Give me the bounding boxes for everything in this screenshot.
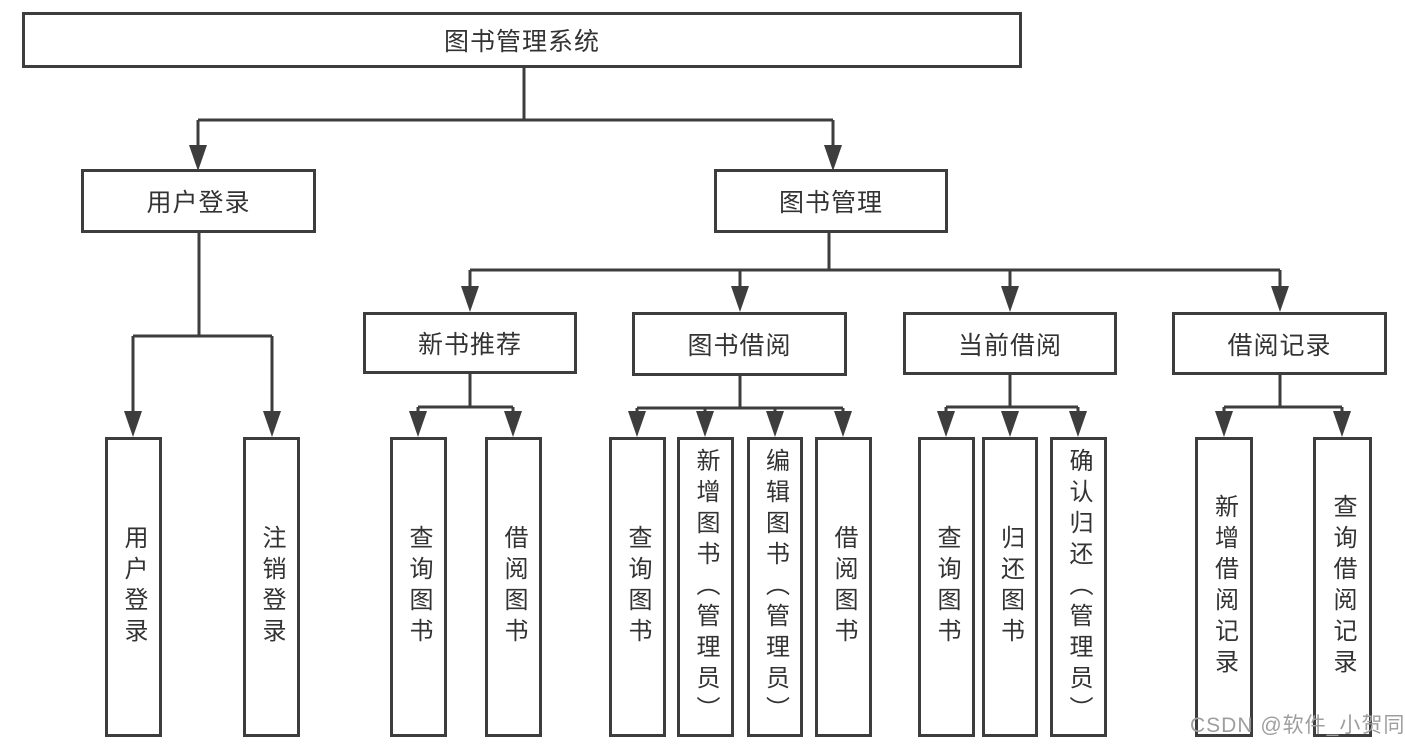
leaf-query-books-current: 查询图书 (918, 437, 975, 737)
leaf-return-book: 归还图书 (982, 437, 1038, 737)
leaf-borrow-books-newrec-label: 借阅图书 (500, 525, 527, 649)
leaf-add-book-admin: 新增图书（管理员） (677, 437, 734, 737)
csdn-watermark: CSDN @软件_小贺同学 (1190, 714, 1405, 737)
leaf-query-books-borrow-label: 查询图书 (624, 525, 651, 649)
node-borrowing-records: 借阅记录 (1172, 312, 1387, 375)
leaf-user-login: 用户登录 (105, 437, 162, 737)
leaf-add-borrow-record-label: 新增借阅记录 (1210, 494, 1238, 680)
connector-newbook-to-leaves (409, 374, 522, 437)
leaf-confirm-return-admin-label: 确认归还（管理员） (1065, 447, 1092, 727)
node-root: 图书管理系统 (22, 12, 1022, 68)
leaf-add-book-admin-label: 新增图书（管理员） (692, 447, 719, 727)
node-new-book-recommend-label: 新书推荐 (417, 331, 522, 359)
node-book-borrowing: 图书借阅 (632, 312, 847, 376)
leaf-borrow-books-newrec: 借阅图书 (485, 437, 542, 737)
leaf-query-books-newrec-label: 查询图书 (405, 525, 432, 649)
node-user-login-label: 用户登录 (146, 189, 251, 217)
leaf-add-borrow-record: 新增借阅记录 (1195, 437, 1253, 737)
leaf-borrow-books-borrow: 借阅图书 (815, 437, 872, 737)
node-user-login: 用户登录 (81, 169, 316, 233)
leaf-user-login-label: 用户登录 (120, 525, 147, 649)
connector-current-to-leaves (937, 375, 1087, 437)
connector-borrow-to-leaves (628, 376, 852, 437)
connector-root-to-level2 (189, 67, 842, 171)
node-book-borrowing-label: 图书借阅 (687, 332, 792, 360)
leaf-return-book-label: 归还图书 (996, 525, 1024, 649)
node-root-label: 图书管理系统 (443, 28, 600, 56)
node-book-management: 图书管理 (714, 169, 948, 233)
leaf-confirm-return-admin: 确认归还（管理员） (1050, 437, 1107, 737)
node-current-borrowing-label: 当前借阅 (957, 331, 1062, 360)
connector-records-to-leaves (1215, 375, 1351, 437)
leaf-logout: 注销登录 (243, 437, 300, 737)
leaf-query-books-newrec: 查询图书 (390, 437, 447, 737)
leaf-query-borrow-record: 查询借阅记录 (1313, 437, 1372, 737)
leaf-query-books-borrow: 查询图书 (609, 437, 666, 737)
connector-bookmgmt-to-level3 (461, 233, 1289, 312)
connector-userlogin-to-leaves (124, 233, 281, 437)
leaf-edit-book-admin-label: 编辑图书（管理员） (761, 447, 789, 727)
node-new-book-recommend: 新书推荐 (363, 312, 577, 374)
leaf-logout-label: 注销登录 (258, 525, 285, 649)
node-book-management-label: 图书管理 (778, 189, 883, 217)
leaf-borrow-books-borrow-label: 借阅图书 (830, 525, 857, 649)
leaf-edit-book-admin: 编辑图书（管理员） (747, 437, 803, 737)
node-current-borrowing: 当前借阅 (903, 312, 1117, 375)
node-borrowing-records-label: 借阅记录 (1227, 331, 1332, 360)
leaf-query-borrow-record-label: 查询借阅记录 (1329, 494, 1356, 680)
leaf-query-books-current-label: 查询图书 (933, 525, 960, 649)
